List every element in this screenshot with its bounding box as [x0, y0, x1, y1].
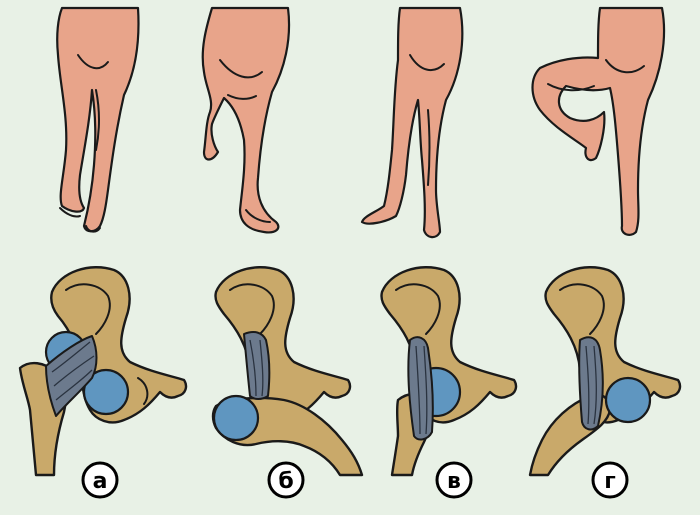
leg-figure-d — [531, 6, 666, 236]
leg-figure-c — [360, 6, 464, 239]
ligament-c — [407, 336, 434, 441]
leg-figure-b — [201, 6, 291, 234]
label-b: б — [267, 461, 305, 499]
femoral-head-b — [212, 394, 260, 442]
label-a-text: а — [93, 469, 108, 494]
label-b-text: б — [278, 469, 293, 494]
hip-joint-d — [528, 266, 682, 477]
hip-joint-a — [18, 266, 188, 477]
ligament-b — [243, 331, 271, 400]
femoral-head-d — [604, 376, 652, 424]
hip-joint-b — [211, 266, 364, 477]
label-d-text: г — [604, 469, 616, 494]
leg-figure-a — [56, 6, 140, 233]
femoral-head-a-2 — [82, 368, 130, 416]
ligament-d — [578, 336, 604, 431]
label-a: а — [81, 461, 119, 499]
hip-joint-c — [380, 266, 518, 477]
label-c-text: в — [447, 469, 461, 494]
label-d: г — [591, 461, 629, 499]
ligament-a — [45, 335, 98, 417]
label-c: в — [435, 461, 473, 499]
